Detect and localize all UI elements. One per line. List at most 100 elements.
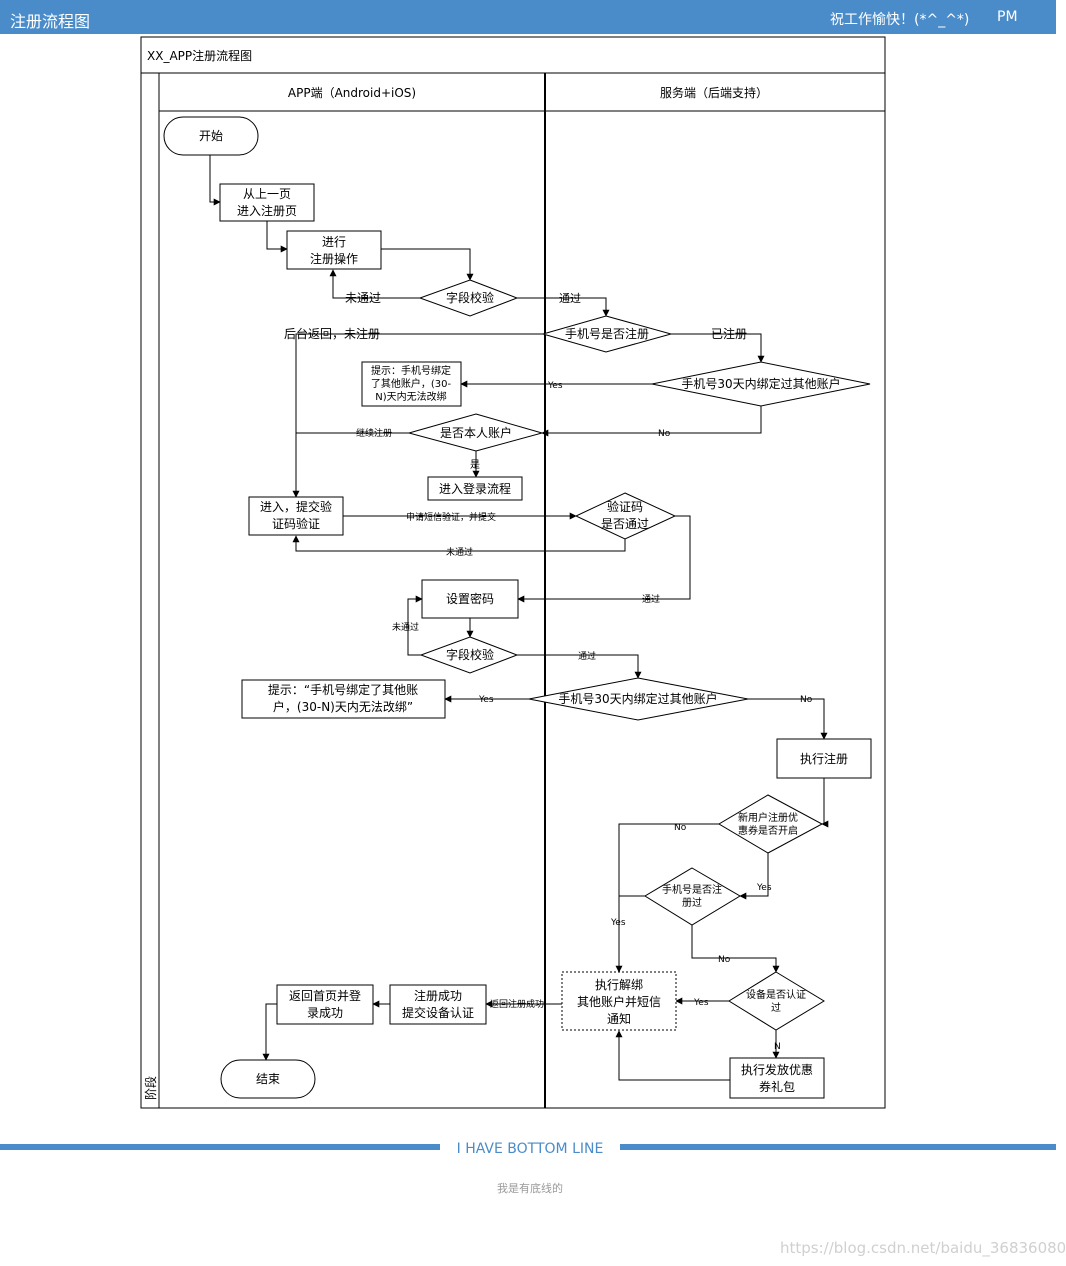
do-reg-line-2: 注册操作 [310,251,358,266]
phone-registered-decision [541,315,673,353]
submit-code-box [248,496,344,536]
end-label: 结束 [256,1072,280,1086]
phone-reg-before-decision [644,867,741,926]
edge-passed-1: 通过 [559,292,581,305]
hint-1-line-3: N)天内无法改绑 [375,390,446,403]
flowchart: XX_APP注册流程图 APP端（Android+iOS) 服务端（后端支持） … [140,36,886,1109]
edge-is-yes: 是 [470,459,480,471]
do-register-box [776,738,872,779]
edge-yes-4: Yes [610,918,626,928]
field-check-2-label: 字段校验 [446,647,494,662]
reg-success-line-1: 注册成功 [414,988,462,1003]
coupon-open-line-1: 新用户注册优 [738,811,798,824]
edge-yes-2: Yes [478,695,494,705]
enter-reg-page-box [219,183,315,222]
send-coupon-line-1: 执行发放优惠 [741,1062,813,1077]
bound-30d-2-decision [528,677,749,721]
edge-yes-1: Yes [547,381,563,391]
return-home-line-1: 返回首页并登 [289,988,361,1003]
enter-reg-line-2: 进入注册页 [237,203,297,218]
start-terminal [163,116,259,156]
unbind-line-1: 执行解绑 [595,978,643,992]
edge-no-1: No [658,429,671,439]
lane-side-label: 阶段 [143,1076,158,1100]
send-coupon-box [729,1057,825,1099]
coupon-open-line-2: 惠券是否开启 [738,824,798,837]
edge-n: N [774,1042,781,1052]
watermark-url: https://blog.csdn.net/baidu_36836080 [780,1239,1066,1257]
phone-reg-before-line-1: 手机号是否注 [662,883,722,896]
edge-yes-3: Yes [756,883,772,893]
code-check-line-1: 验证码 [607,499,643,514]
login-flow-label: 进入登录流程 [439,481,511,496]
field-check-1-label: 字段校验 [446,290,494,305]
unbind-line-3: 通知 [607,1012,631,1026]
hint-2-line-2: 户，(30-N)天内无法改绑” [273,699,413,714]
pm-label: PM [997,9,1018,25]
end-terminal [220,1059,316,1099]
edge-no-4: No [718,955,731,965]
login-flow-box [427,476,523,501]
code-check-decision [574,492,677,540]
edge-continue-reg: 继续注册 [356,427,392,439]
edge-yes-5: Yes [693,998,709,1008]
reg-success-line-2: 提交设备认证 [402,1005,474,1020]
hint-2-box [241,679,446,719]
reg-success-box [389,984,487,1025]
hint-1-box [361,361,462,407]
bound-30d-1-decision [651,361,871,407]
edge-back-unreg: 后台返回，未注册 [284,326,380,341]
submit-code-line-2: 证码验证 [272,516,320,531]
edge-not-passed-1: 未通过 [345,291,381,305]
device-cert-decision [728,971,825,1031]
lane-server-header: 服务端（后端支持） [660,85,768,100]
edge-apply-sms: 申请短信验证，并提交 [406,511,496,523]
field-check-1-decision [418,279,519,317]
page-title: 注册流程图 [10,12,91,31]
set-password-box [421,579,519,619]
bound-30d-2-label: 手机号30天内绑定过其他账户 [558,691,717,706]
footer-line-left [0,1144,440,1150]
start-label: 开始 [199,129,223,143]
set-password-label: 设置密码 [446,591,494,606]
edge-no-3: No [674,823,687,833]
footer-subtitle: 我是有底线的 [497,1182,563,1195]
footer-line-right [620,1144,1056,1150]
unbind-line-2: 其他账户并短信 [577,994,661,1009]
diagram-frame [140,36,886,1109]
edge-no-2: No [800,695,813,705]
phone-registered-label: 手机号是否注册 [565,326,649,341]
is-own-account-decision [407,413,544,452]
enter-reg-line-1: 从上一页 [243,187,291,201]
hint-1-line-1: 提示：手机号绑定 [371,364,451,377]
device-cert-line-2: 过 [771,1001,781,1014]
bound-30d-1-label: 手机号30天内绑定过其他账户 [681,376,840,391]
hint-2-line-1: 提示：“手机号绑定了其他账 [268,682,418,697]
code-check-line-2: 是否通过 [601,517,649,531]
phone-reg-before-line-2: 册过 [682,896,702,909]
edge-not-passed-3: 未通过 [392,621,419,633]
edge-not-passed-2: 未通过 [446,546,473,558]
do-register-label: 执行注册 [800,751,848,766]
top-bar: 注册流程图 祝工作愉快！(*^_^*) PM [0,0,1056,34]
send-coupon-line-2: 券礼包 [759,1079,795,1094]
edge-registered: 已注册 [711,326,747,341]
coupon-open-decision [718,794,824,854]
hint-1-line-2: 了其他账户，(30- [371,377,452,390]
return-home-box [276,984,374,1025]
greeting-text: 祝工作愉快！(*^_^*) [830,12,970,28]
submit-code-line-1: 进入，提交验 [260,499,332,514]
return-home-line-2: 录成功 [307,1006,343,1020]
lane-app-header: APP端（Android+iOS) [288,86,416,100]
diagram-title: XX_APP注册流程图 [147,48,252,63]
device-cert-line-1: 设备是否认证 [746,988,806,1001]
do-reg-box [286,230,382,270]
is-own-label: 是否本人账户 [440,425,512,440]
edge-passed-2: 通过 [642,593,660,605]
footer-title: I HAVE BOTTOM LINE [456,1141,604,1157]
do-reg-line-1: 进行 [322,235,346,249]
field-check-2-decision [419,636,519,674]
edge-passed-3: 通过 [578,650,596,662]
unbind-box [561,971,677,1031]
edge-return-success: 返回注册成功 [490,998,544,1010]
